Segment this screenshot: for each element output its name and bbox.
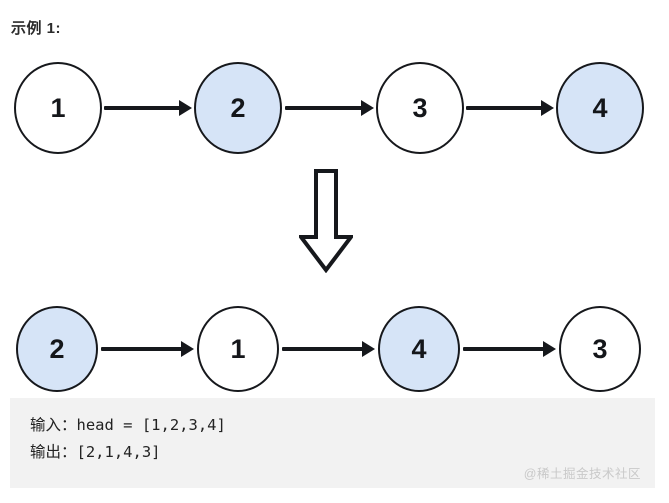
list-node: 3 [559, 306, 641, 392]
list-node: 3 [376, 62, 464, 154]
output-line: 输出：[2,1,4,3] [30, 443, 161, 461]
arrow-head-icon [361, 100, 374, 116]
list-node: 4 [378, 306, 460, 392]
page-title: 示例 1: [11, 20, 62, 37]
arrow-shaft [101, 347, 183, 351]
arrow-head-icon [181, 341, 194, 357]
list-node: 2 [16, 306, 98, 392]
list-node: 4 [556, 62, 644, 154]
link-arrow [466, 100, 554, 116]
arrow-shaft [466, 106, 543, 110]
link-arrow [104, 100, 192, 116]
arrow-shaft [282, 347, 364, 351]
arrow-head-icon [179, 100, 192, 116]
watermark: @稀土掘金技术社区 [523, 467, 641, 481]
node-value: 3 [412, 92, 428, 123]
list-node: 1 [14, 62, 102, 154]
arrow-head-icon [541, 100, 554, 116]
input-line: 输入：head = [1,2,3,4] [30, 416, 226, 434]
node-value: 1 [230, 333, 246, 364]
arrow-head-icon [543, 341, 556, 357]
output-linked-list: 2 1 4 3 [0, 306, 669, 396]
node-value: 3 [592, 333, 608, 364]
transform-down-arrow-icon [299, 169, 353, 273]
arrow-head-icon [362, 341, 375, 357]
node-value: 2 [49, 333, 65, 364]
node-value: 1 [50, 92, 66, 123]
arrow-shaft [104, 106, 181, 110]
list-node: 1 [197, 306, 279, 392]
input-linked-list: 1 2 3 4 [0, 62, 669, 156]
arrow-shaft [285, 106, 363, 110]
node-value: 4 [592, 92, 608, 123]
link-arrow [463, 341, 556, 357]
example-io-block: 输入：head = [1,2,3,4] 输出：[2,1,4,3] @稀土掘金技术… [10, 398, 655, 488]
link-arrow [282, 341, 375, 357]
node-value: 4 [411, 333, 427, 364]
link-arrow [101, 341, 194, 357]
node-value: 2 [230, 92, 246, 123]
list-node: 2 [194, 62, 282, 154]
link-arrow [285, 100, 374, 116]
arrow-shaft [463, 347, 545, 351]
